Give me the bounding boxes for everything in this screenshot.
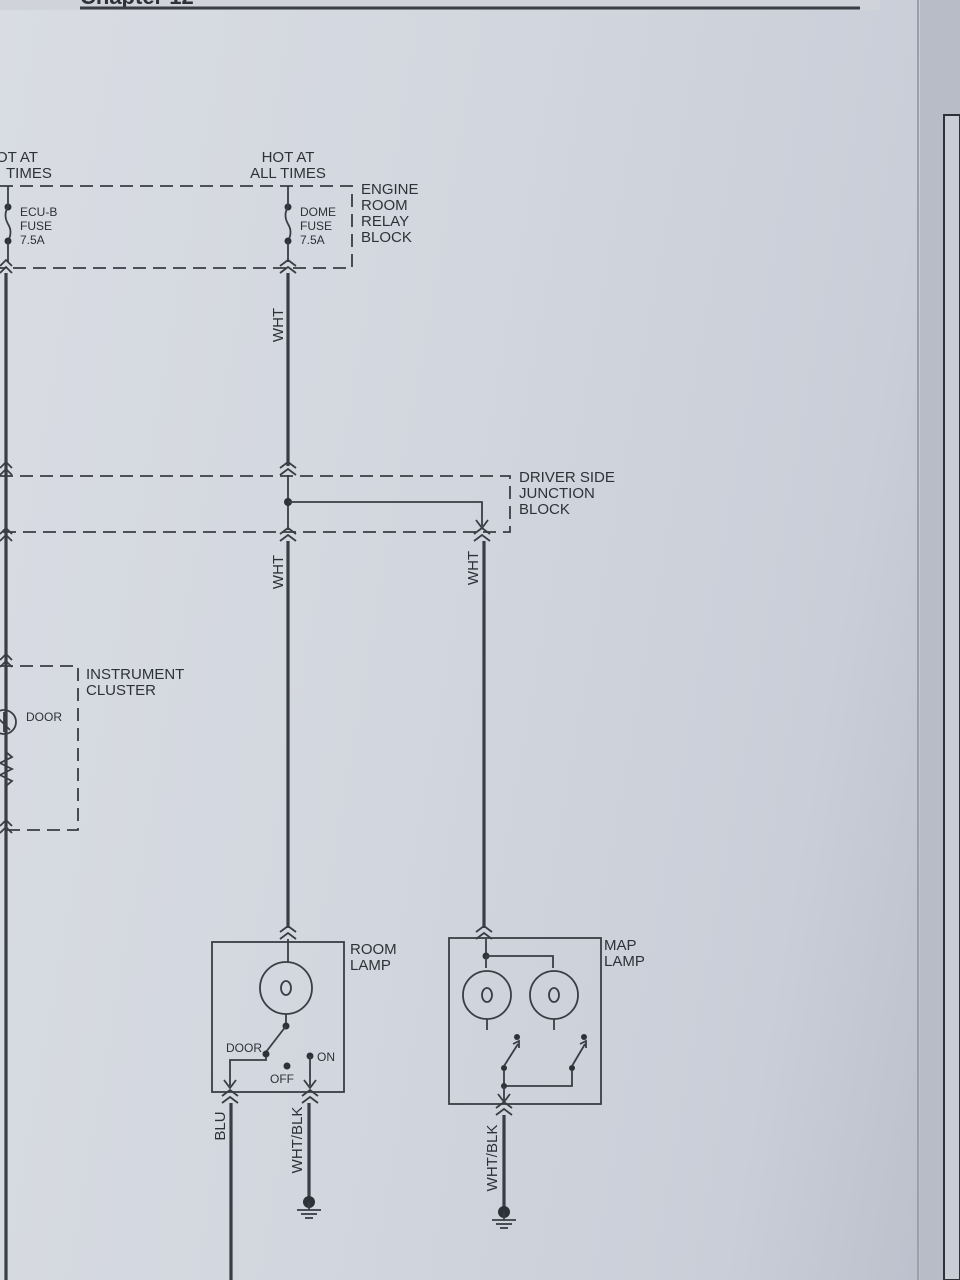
junction-label-3: BLOCK [519, 501, 570, 518]
chapter-header-text: Chapter 12 [80, 0, 194, 9]
left-source-label: OT AT TIMES [0, 149, 52, 182]
map-lamp-label-1: MAP [604, 937, 637, 954]
map-bulb-right-icon [529, 970, 579, 1020]
dome-fuse-line3: 7.5A [300, 233, 325, 247]
ecu-fuse-line2: FUSE [20, 219, 52, 233]
relay-block-label-1: ENGINE [361, 181, 419, 198]
room-bulb-icon [259, 961, 313, 1015]
junction-label-1: DRIVER SIDE [519, 469, 615, 486]
wire-label-map-ground: WHT/BLK [484, 1125, 501, 1192]
relay-block-label-3: RELAY [361, 213, 409, 230]
dome-fuse: DOME FUSE 7.5A [284, 203, 336, 247]
room-switch-off-label: OFF [270, 1072, 294, 1086]
room-lamp: ROOM LAMP DOOR OFF ON [211, 924, 397, 1104]
cluster-label-1: INSTRUMENT [86, 666, 184, 683]
page-edge [917, 0, 960, 1280]
left-source-line2: TIMES [6, 165, 52, 182]
center-source-line2: ALL TIMES [250, 165, 326, 182]
room-switch-arm [265, 1025, 287, 1053]
room-switch-door-label: DOOR [226, 1041, 262, 1055]
map-ground-icon [492, 1206, 516, 1229]
center-source-label: HOT AT ALL TIMES [250, 149, 326, 182]
resistor-icon [0, 751, 15, 787]
connector-relay-left [0, 258, 13, 274]
ecu-b-fuse: ECU-B FUSE 7.5A [4, 203, 57, 247]
wire-label-blu: BLU [212, 1111, 229, 1140]
connector-relay-center [279, 258, 297, 274]
room-lamp-label-2: LAMP [350, 957, 391, 974]
map-switch-right [571, 1043, 586, 1067]
map-lamp-label-2: LAMP [604, 953, 645, 970]
wire-label-mid-right: WHT [465, 551, 482, 585]
cluster-label-2: CLUSTER [86, 682, 156, 699]
relay-block-label-2: ROOM [361, 197, 408, 214]
ecu-fuse-line3: 7.5A [20, 233, 45, 247]
engine-room-relay-block: ENGINE ROOM RELAY BLOCK ECU-B FUSE 7.5A … [0, 181, 419, 269]
map-bulb-left-icon [462, 970, 512, 1020]
center-source-line1: HOT AT [262, 149, 315, 166]
left-source-line1: OT AT [0, 149, 38, 166]
dome-fuse-line1: DOME [300, 205, 336, 219]
ecu-fuse-line1: ECU-B [20, 205, 57, 219]
instrument-cluster: INSTRUMENT CLUSTER DOOR [0, 652, 184, 834]
junction-label-2: JUNCTION [519, 485, 595, 502]
room-ground-icon [297, 1196, 321, 1219]
page-header: Chapter 12 [0, 0, 880, 10]
dome-fuse-line2: FUSE [300, 219, 332, 233]
driver-side-junction-block: DRIVER SIDE JUNCTION BLOCK [0, 460, 615, 542]
wire-label-top-center: WHT [270, 308, 287, 342]
map-lamp: MAP LAMP [448, 924, 645, 1116]
wire-label-room-ground: WHT/BLK [289, 1107, 306, 1174]
door-indicator-icon [0, 709, 17, 735]
room-lamp-label-1: ROOM [350, 941, 397, 958]
relay-block-label-4: BLOCK [361, 229, 412, 246]
wire-label-mid-center: WHT [270, 555, 287, 589]
room-switch-on-label: ON [317, 1050, 335, 1064]
map-switch-left [503, 1043, 519, 1067]
cluster-door-label: DOOR [26, 710, 62, 724]
